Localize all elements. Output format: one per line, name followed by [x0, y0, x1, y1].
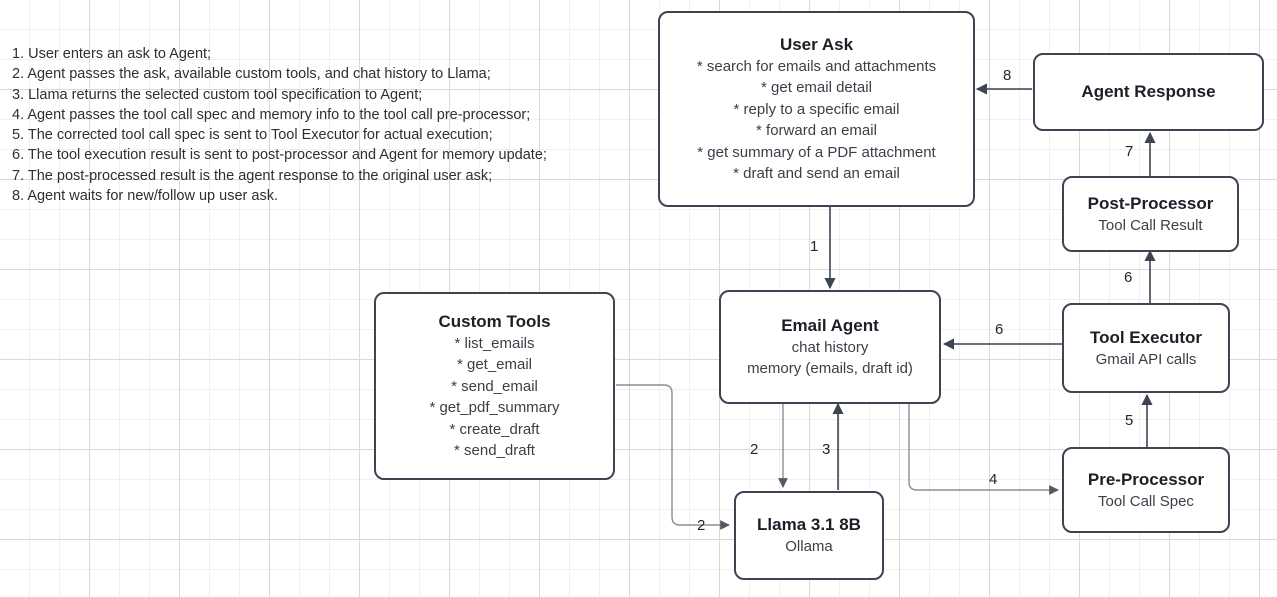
- legend-step-7: 7. The post-processed result is the agen…: [12, 167, 493, 184]
- node-custom-tools-item-3: * send_email: [451, 377, 538, 395]
- node-user-ask-item-3: * reply to a specific email: [733, 100, 900, 118]
- legend-step-2: 2. Agent passes the ask, available custo…: [12, 66, 491, 83]
- node-user-ask-item-4: * forward an email: [756, 122, 877, 139]
- node-email-agent-subtitle-1: chat history: [791, 339, 869, 356]
- edge-label-7: 7: [1125, 143, 1134, 160]
- node-llama[interactable]: Llama 3.1 8B Ollama: [734, 491, 884, 580]
- edge-label-6-agent: 6: [995, 321, 1004, 338]
- node-user-ask-item-6: * draft and send an email: [733, 165, 900, 182]
- legend-step-3: 3. Llama returns the selected custom too…: [12, 86, 423, 103]
- edge-email-agent-to-pre-processor: [908, 404, 1059, 495]
- node-user-ask-item-5: * get summary of a PDF attachment: [697, 143, 936, 161]
- node-custom-tools[interactable]: Custom Tools * list_emails * get_email *…: [374, 292, 615, 480]
- edge-label-5: 5: [1125, 412, 1134, 429]
- node-post-processor[interactable]: Post-Processor Tool Call Result: [1062, 176, 1239, 252]
- legend-step-4: 4. Agent passes the tool call spec and m…: [12, 106, 531, 123]
- node-agent-response[interactable]: Agent Response: [1033, 53, 1264, 131]
- node-post-processor-subtitle: Tool Call Result: [1098, 216, 1203, 234]
- legend-step-6: 6. The tool execution result is sent to …: [12, 147, 547, 164]
- legend-step-8: 8. Agent waits for new/follow up user as…: [12, 188, 278, 205]
- node-custom-tools-item-1: * list_emails: [454, 334, 535, 352]
- legend-step-5: 5. The corrected tool call spec is sent …: [12, 127, 493, 144]
- node-post-processor-title: Post-Processor: [1087, 193, 1214, 213]
- edge-label-3: 3: [822, 441, 831, 458]
- node-tool-executor-subtitle: Gmail API calls: [1095, 350, 1197, 368]
- node-tool-executor-title: Tool Executor: [1089, 327, 1203, 347]
- edge-label-6-post: 6: [1124, 269, 1133, 286]
- edge-label-4: 4: [989, 471, 998, 488]
- legend-step-1: 1. User enters an ask to Agent;: [12, 46, 212, 62]
- node-agent-response-title: Agent Response: [1081, 82, 1216, 101]
- node-email-agent-subtitle-2: memory (emails, draft id): [747, 360, 913, 377]
- edge-custom-tools-to-llama: [616, 384, 730, 530]
- node-custom-tools-item-6: * send_draft: [454, 442, 535, 459]
- node-llama-title: Llama 3.1 8B: [757, 515, 861, 534]
- edge-label-1: 1: [810, 238, 819, 255]
- node-pre-processor-subtitle: Tool Call Spec: [1098, 492, 1194, 510]
- edge-label-2-tools: 2: [697, 517, 706, 534]
- node-email-agent[interactable]: Email Agent chat history memory (emails,…: [719, 290, 941, 404]
- node-custom-tools-item-4: * get_pdf_summary: [429, 399, 560, 416]
- node-llama-subtitle: Ollama: [785, 538, 833, 555]
- edge-label-2-agent: 2: [750, 441, 759, 458]
- node-user-ask-title: User Ask: [779, 34, 854, 54]
- edge-label-8: 8: [1003, 67, 1012, 84]
- node-user-ask-item-2: * get email detail: [761, 79, 872, 96]
- node-user-ask-item-1: * search for emails and attachments: [696, 57, 937, 75]
- node-user-ask[interactable]: User Ask * search for emails and attachm…: [658, 11, 975, 207]
- node-custom-tools-item-2: * get_email: [456, 356, 533, 373]
- node-tool-executor[interactable]: Tool Executor Gmail API calls: [1062, 303, 1230, 393]
- process-steps-legend: 1. User enters an ask to Agent; 2. Agent…: [12, 44, 642, 206]
- node-pre-processor[interactable]: Pre-Processor Tool Call Spec: [1062, 447, 1230, 533]
- node-custom-tools-title: Custom Tools: [438, 311, 551, 331]
- node-email-agent-title: Email Agent: [781, 316, 879, 335]
- node-custom-tools-item-5: * create_draft: [449, 420, 540, 438]
- node-pre-processor-title: Pre-Processor: [1087, 469, 1205, 489]
